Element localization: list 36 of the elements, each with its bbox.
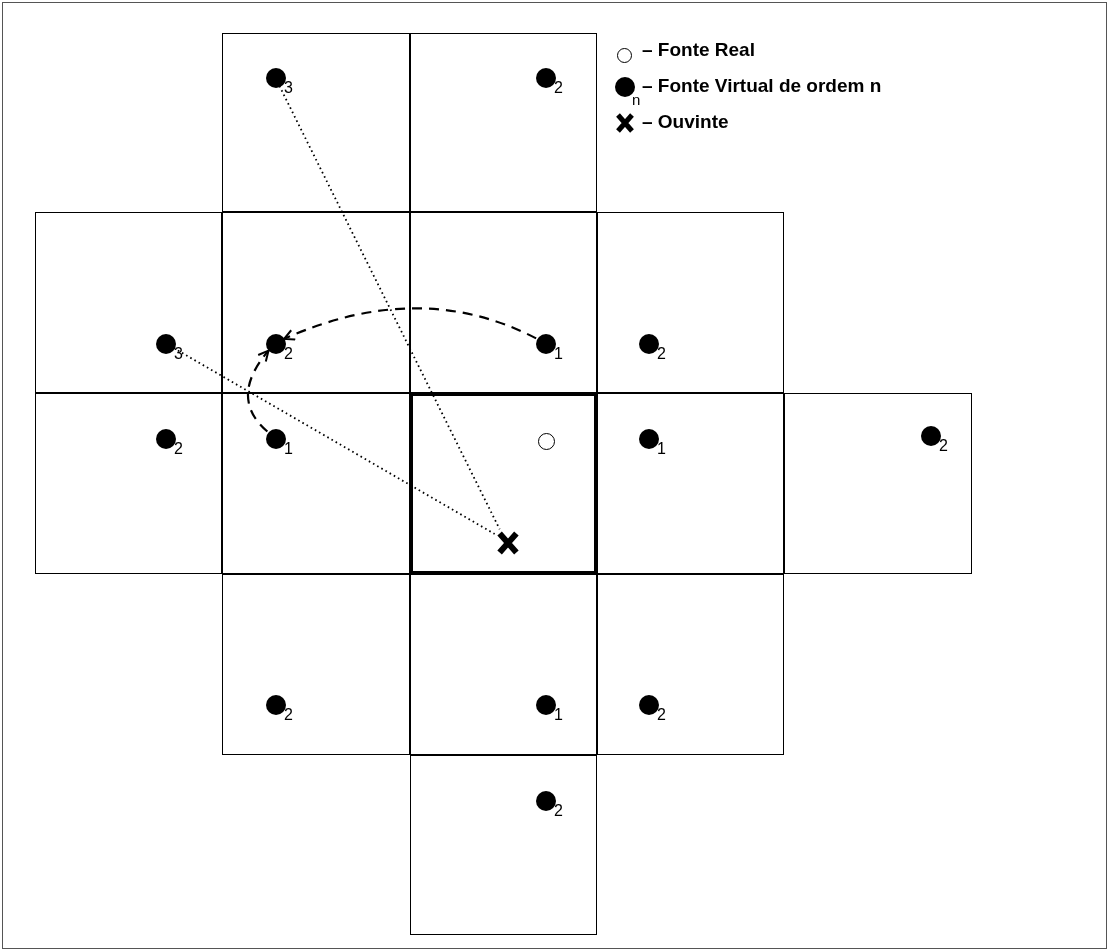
order-number: 2	[657, 345, 666, 363]
order-number: 2	[284, 345, 293, 363]
room-outline	[222, 393, 410, 574]
room-outline	[410, 33, 597, 212]
order-number: 2	[554, 802, 563, 820]
listener-cross-icon	[496, 531, 520, 555]
room-outline	[222, 33, 410, 212]
room-outline	[597, 393, 784, 574]
room-outline	[35, 393, 222, 574]
room-outline	[410, 212, 597, 393]
order-number: 3	[174, 345, 183, 363]
order-number: 1	[657, 440, 666, 458]
order-number: 2	[174, 440, 183, 458]
legend-text: – Fonte Real	[642, 39, 755, 61]
room-outline	[784, 393, 972, 574]
room-outline	[222, 574, 410, 755]
legend-text: – Fonte Virtual de ordem n	[642, 75, 882, 97]
order-number: 2	[939, 437, 948, 455]
room-outline	[597, 574, 784, 755]
room-outline	[222, 212, 410, 393]
subscript-label: n	[632, 92, 641, 108]
order-number: 1	[554, 706, 563, 724]
room-outline-bold	[410, 393, 597, 574]
room-outline	[410, 574, 597, 755]
room-outline	[410, 755, 597, 935]
legend-text: – Ouvinte	[642, 111, 729, 133]
room-outline	[597, 212, 784, 393]
room-outline	[35, 212, 222, 393]
order-number: 1	[554, 345, 563, 363]
dashed-arrow	[246, 349, 270, 433]
order-number: 2	[657, 706, 666, 724]
order-number: 1	[284, 440, 293, 458]
order-number: 2	[284, 706, 293, 724]
order-number: 2	[554, 79, 563, 97]
dashed-arrow	[283, 307, 537, 341]
order-number: 3	[284, 79, 293, 97]
